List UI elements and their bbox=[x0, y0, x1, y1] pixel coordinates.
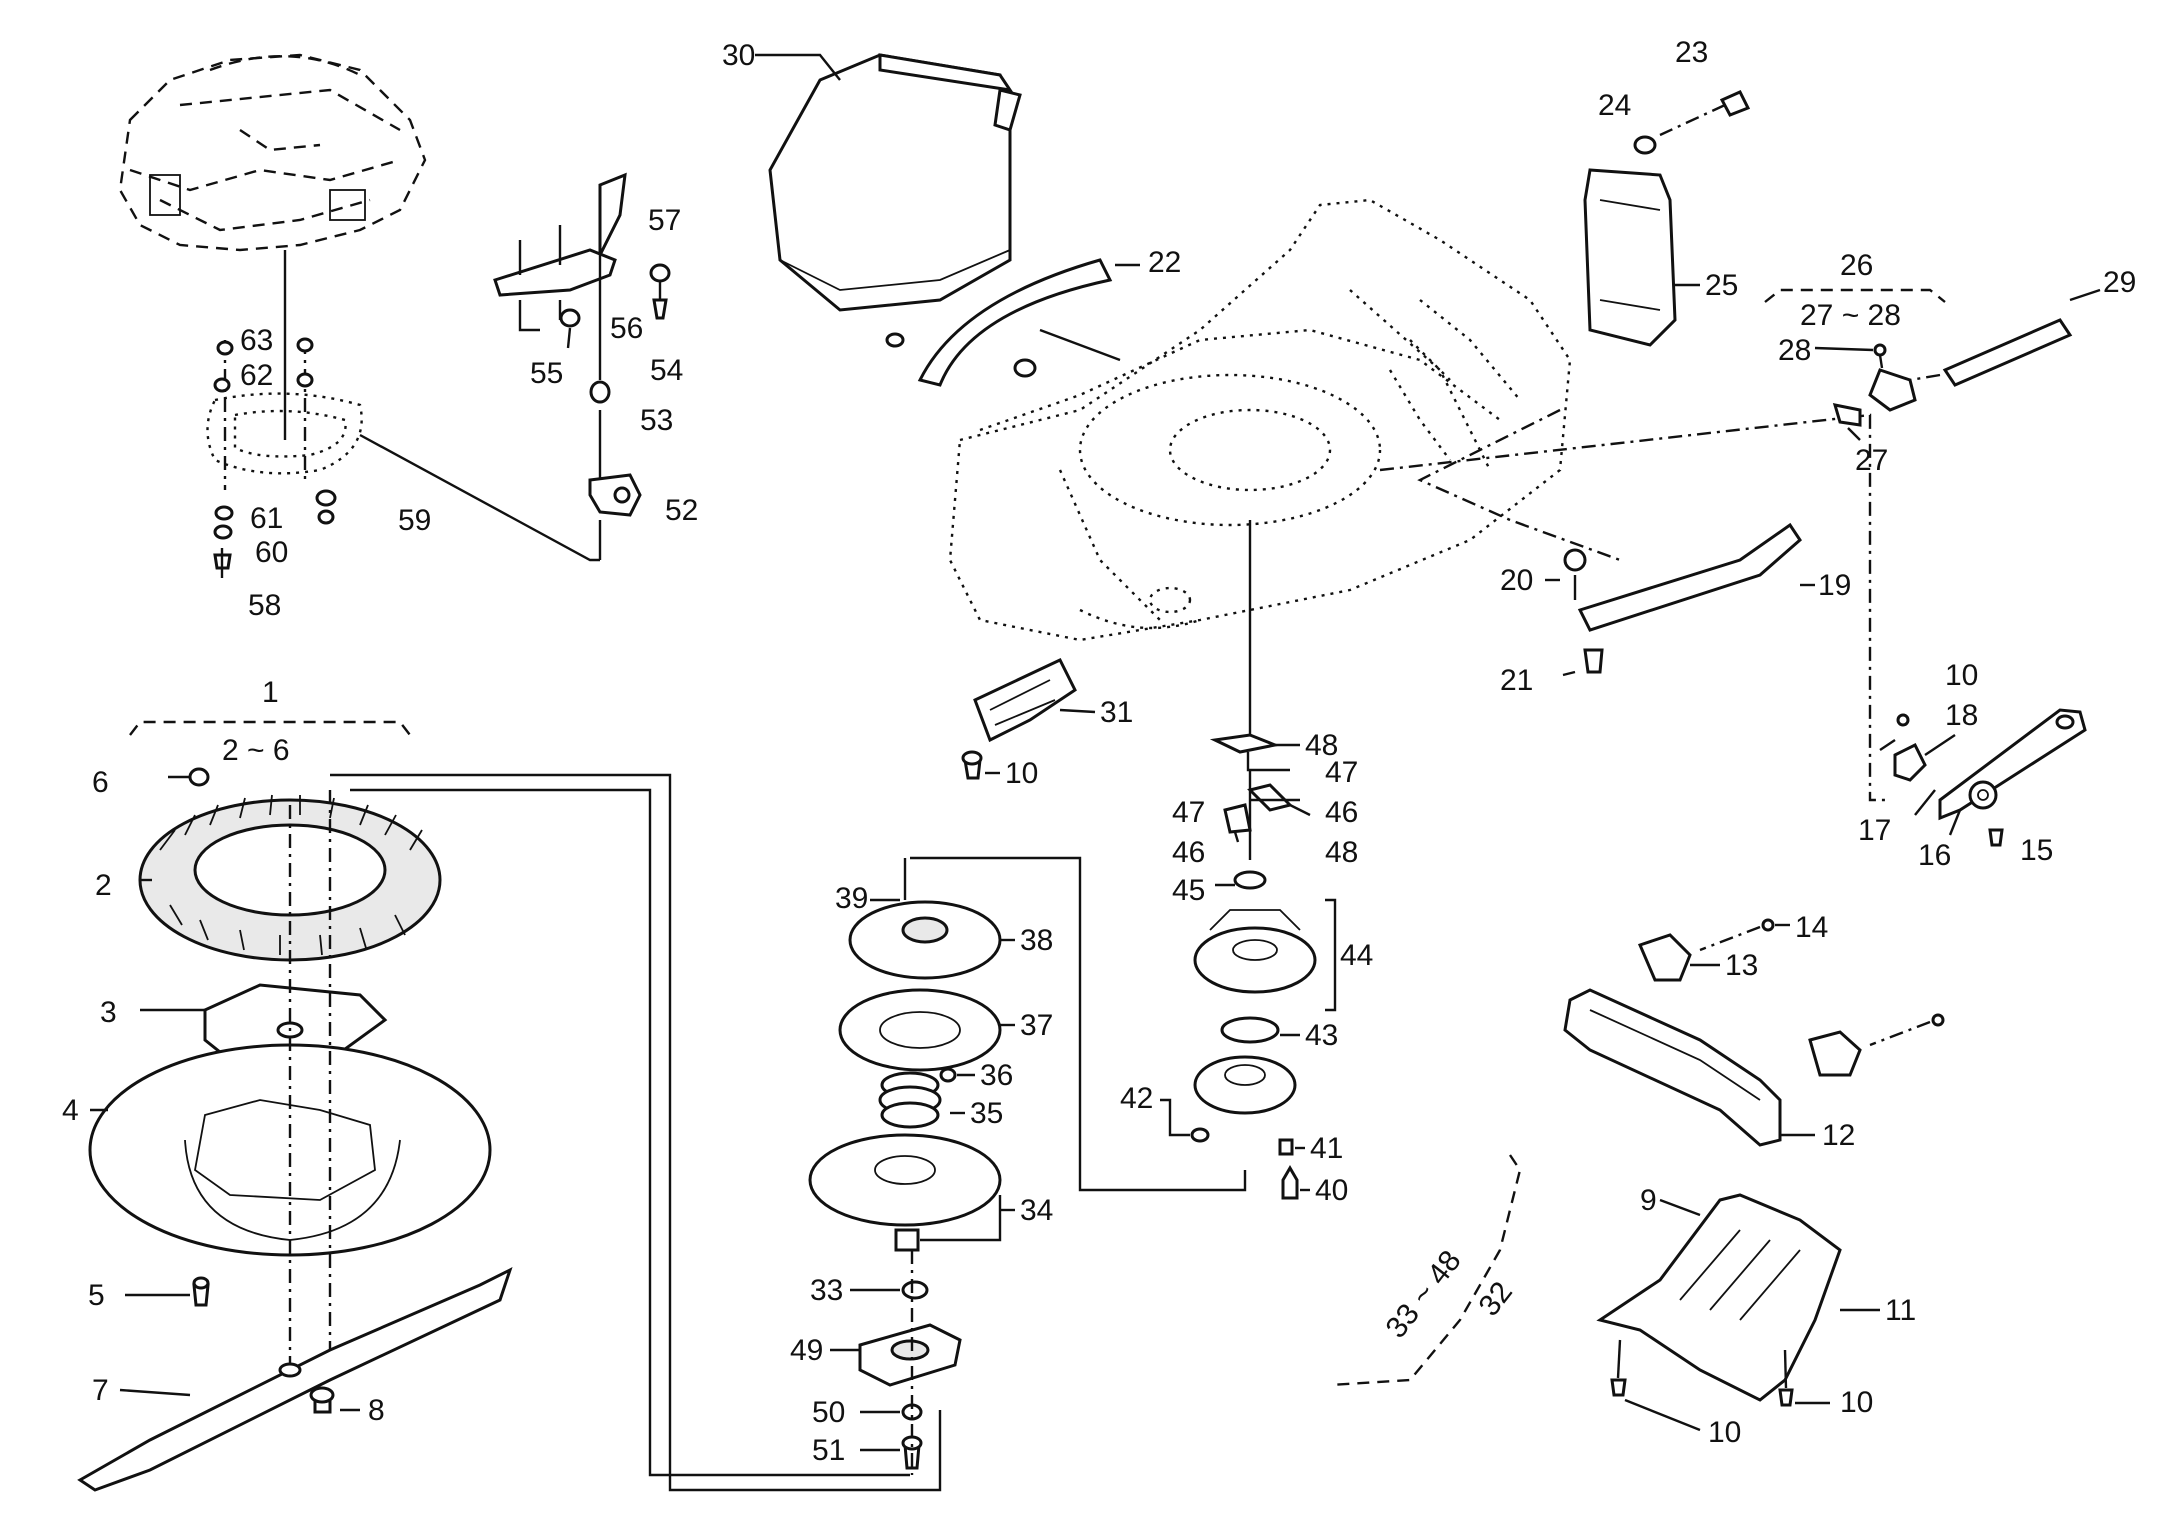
callout-labels: 1 2 ~ 6 6 2 3 4 5 7 8 63 62 61 60 59 58 … bbox=[62, 36, 2136, 1467]
label-47-b: 47 bbox=[1172, 796, 1205, 829]
label-48-b: 48 bbox=[1325, 836, 1358, 869]
label-49: 49 bbox=[790, 1334, 823, 1367]
label-10-b: 10 bbox=[1945, 659, 1978, 692]
label-2-6: 2 ~ 6 bbox=[222, 734, 290, 767]
throttle-bracket bbox=[493, 172, 671, 560]
label-36: 36 bbox=[980, 1059, 1013, 1092]
label-13: 13 bbox=[1725, 949, 1758, 982]
side-bar bbox=[1545, 522, 1815, 677]
label-24: 24 bbox=[1598, 89, 1631, 122]
label-5: 5 bbox=[88, 1279, 105, 1312]
label-26: 26 bbox=[1840, 249, 1873, 282]
label-54: 54 bbox=[650, 354, 683, 387]
label-38: 38 bbox=[1020, 924, 1053, 957]
label-15: 15 bbox=[2020, 834, 2053, 867]
label-6: 6 bbox=[92, 766, 109, 799]
label-8: 8 bbox=[368, 1394, 385, 1427]
label-37: 37 bbox=[1020, 1009, 1053, 1042]
label-29: 29 bbox=[2103, 266, 2136, 299]
label-60: 60 bbox=[255, 536, 288, 569]
engine-illustration bbox=[118, 53, 427, 280]
label-9: 9 bbox=[1640, 1184, 1657, 1217]
label-18: 18 bbox=[1945, 699, 1978, 732]
label-25: 25 bbox=[1705, 269, 1738, 302]
label-63: 63 bbox=[240, 324, 273, 357]
label-51: 51 bbox=[812, 1434, 845, 1467]
label-43: 43 bbox=[1305, 1019, 1338, 1052]
label-41: 41 bbox=[1310, 1132, 1343, 1165]
label-31: 31 bbox=[1100, 696, 1133, 729]
label-2: 2 bbox=[95, 869, 112, 902]
label-10-c: 10 bbox=[1708, 1416, 1741, 1449]
label-27-28: 27 ~ 28 bbox=[1800, 299, 1901, 332]
rear-flap bbox=[1563, 918, 1945, 1147]
wheel-arm bbox=[1879, 708, 2087, 847]
label-4: 4 bbox=[62, 1094, 79, 1127]
mulch-plug bbox=[1596, 1193, 1880, 1432]
label-23: 23 bbox=[1675, 36, 1708, 69]
front-guard bbox=[961, 658, 1096, 780]
centre-stack bbox=[1160, 733, 1522, 1387]
label-40: 40 bbox=[1315, 1174, 1348, 1207]
label-45: 45 bbox=[1172, 874, 1205, 907]
label-16: 16 bbox=[1918, 839, 1951, 872]
rear-shield bbox=[755, 53, 1140, 387]
label-27: 27 bbox=[1855, 444, 1888, 477]
label-1: 1 bbox=[262, 676, 279, 709]
label-21: 21 bbox=[1500, 664, 1533, 697]
label-32: 32 bbox=[1473, 1276, 1520, 1323]
engine-mount-hardware bbox=[206, 280, 600, 578]
label-7: 7 bbox=[92, 1374, 109, 1407]
label-59: 59 bbox=[398, 504, 431, 537]
label-62: 62 bbox=[240, 359, 273, 392]
label-46-a: 46 bbox=[1325, 796, 1358, 829]
label-39: 39 bbox=[835, 882, 868, 915]
clutch-stack bbox=[808, 856, 1247, 1475]
label-61: 61 bbox=[250, 502, 283, 535]
label-34: 34 bbox=[1020, 1194, 1053, 1227]
label-12: 12 bbox=[1822, 1119, 1855, 1152]
label-35: 35 bbox=[970, 1097, 1003, 1130]
label-50: 50 bbox=[812, 1396, 845, 1429]
label-56: 56 bbox=[610, 312, 643, 345]
label-55: 55 bbox=[530, 357, 563, 390]
label-3: 3 bbox=[100, 996, 117, 1029]
label-58: 58 bbox=[248, 589, 281, 622]
label-10-d: 10 bbox=[1840, 1386, 1873, 1419]
label-17: 17 bbox=[1858, 814, 1891, 847]
label-52: 52 bbox=[665, 494, 698, 527]
label-28: 28 bbox=[1778, 334, 1811, 367]
label-47-a: 47 bbox=[1325, 756, 1358, 789]
label-46-b: 46 bbox=[1172, 836, 1205, 869]
label-33: 33 bbox=[810, 1274, 843, 1307]
label-14: 14 bbox=[1795, 911, 1828, 944]
label-53: 53 bbox=[640, 404, 673, 437]
axle-group bbox=[1764, 288, 2101, 441]
label-22: 22 bbox=[1148, 246, 1181, 279]
label-10-a: 10 bbox=[1005, 757, 1038, 790]
side-plate bbox=[1583, 90, 1751, 347]
label-57: 57 bbox=[648, 204, 681, 237]
mower-deck bbox=[948, 198, 1890, 802]
label-11: 11 bbox=[1885, 1294, 1916, 1327]
label-44: 44 bbox=[1340, 939, 1373, 972]
label-42: 42 bbox=[1120, 1082, 1153, 1115]
label-30: 30 bbox=[722, 39, 755, 72]
label-48-a: 48 bbox=[1305, 729, 1338, 762]
blade-assembly bbox=[77, 720, 942, 1492]
label-20: 20 bbox=[1500, 564, 1533, 597]
label-33-48: 33 ~ 48 bbox=[1380, 1244, 1468, 1344]
label-19: 19 bbox=[1818, 569, 1851, 602]
